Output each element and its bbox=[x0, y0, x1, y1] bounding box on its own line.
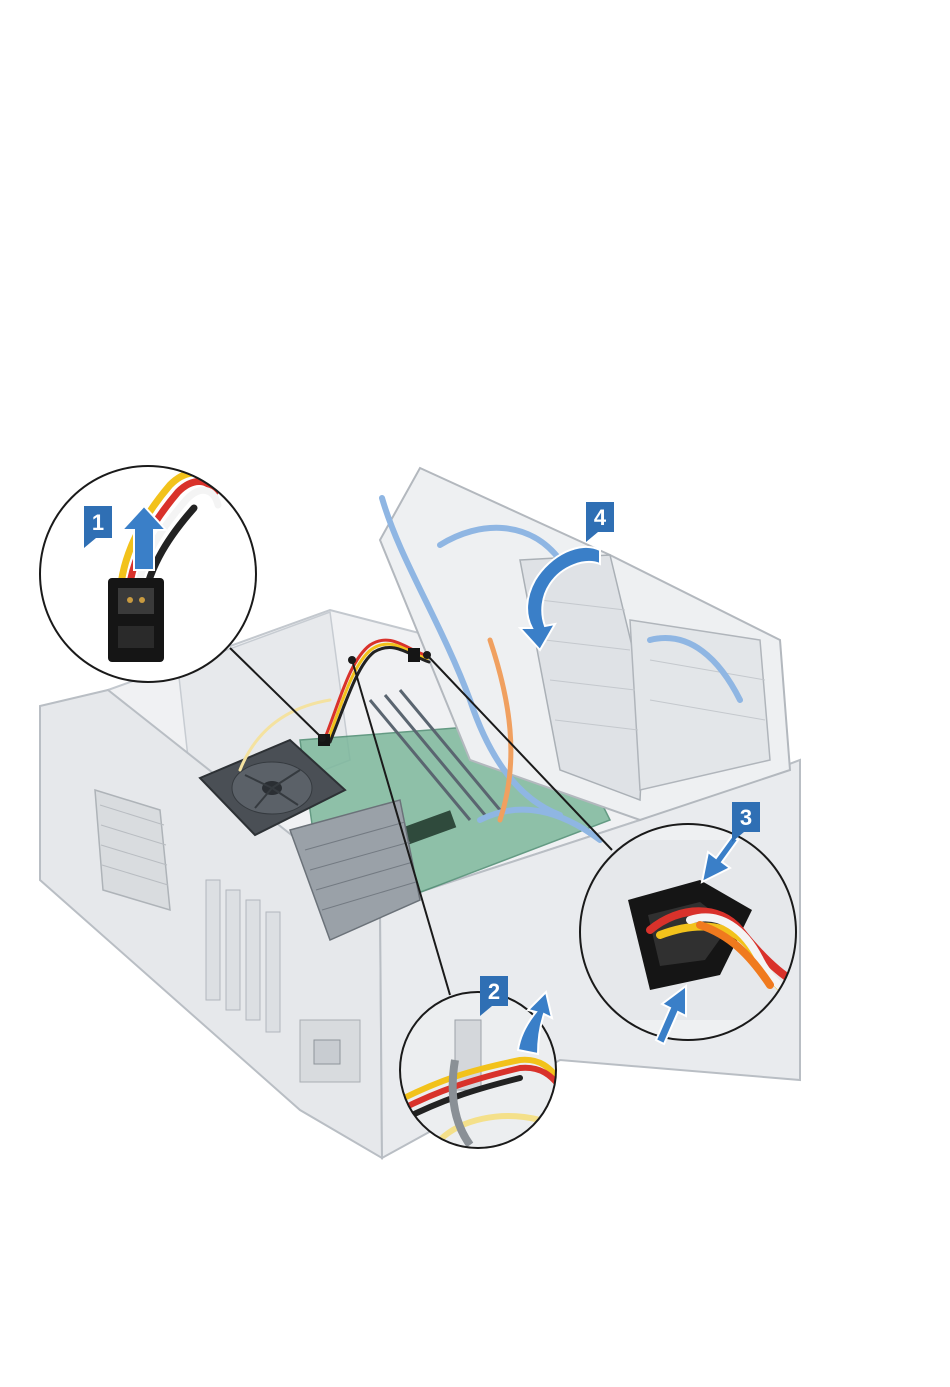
step-number-4: 4 bbox=[594, 505, 607, 530]
psu-socket bbox=[314, 1040, 340, 1064]
detail-view-1 bbox=[40, 466, 256, 682]
callout-dot-3 bbox=[423, 651, 431, 659]
step-number-2: 2 bbox=[488, 979, 500, 1004]
callout-dot-1 bbox=[318, 734, 326, 742]
step-number-3: 3 bbox=[740, 805, 752, 830]
step-number-1: 1 bbox=[92, 510, 104, 535]
detail-view-2 bbox=[400, 992, 562, 1148]
step-badge-4: 4 bbox=[586, 502, 614, 542]
intrusion-switch-body bbox=[408, 648, 420, 662]
callout-dot-2 bbox=[348, 656, 356, 664]
drive-bay-rear bbox=[630, 620, 770, 790]
